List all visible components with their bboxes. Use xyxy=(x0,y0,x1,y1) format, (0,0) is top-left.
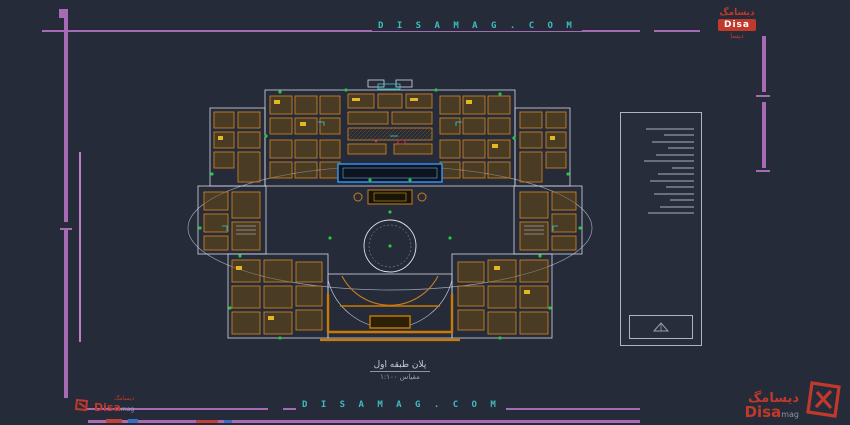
frame-left-bar-upper xyxy=(64,14,68,222)
logo-latin-chip: Disa xyxy=(718,19,756,31)
titleblock-text-line xyxy=(660,205,694,208)
floor-plan-canvas xyxy=(170,78,610,368)
plan-green-markers xyxy=(198,88,582,340)
titleblock-text-line xyxy=(646,127,694,130)
plan-entrance xyxy=(320,294,460,342)
watermark-latin-text: Disamag xyxy=(744,403,799,422)
frame-left-inner-line xyxy=(79,152,81,342)
titleblock-text-line xyxy=(664,134,694,136)
watermark-url-bottom: D I S A M A G . C O M xyxy=(296,400,506,410)
frame-top-line xyxy=(42,30,640,32)
watermark-farsi-text: دیسامگ xyxy=(747,390,799,406)
logo-farsi-text: دیسامگ xyxy=(719,8,755,18)
titleblock-text-line xyxy=(654,192,694,195)
titleblock-text-line xyxy=(666,186,694,188)
titleblock-text-area xyxy=(621,123,701,214)
plan-caption: پلان طبقه اول مقیاس ۱:۱۰۰ xyxy=(330,351,470,382)
plan-caption-scale: مقیاس ۱:۱۰۰ xyxy=(380,372,420,381)
logo-latin-suffix: mag xyxy=(120,406,135,413)
disamag-emblem-icon xyxy=(74,398,89,411)
frame-right-tick-1 xyxy=(756,95,770,97)
titleblock-text-line xyxy=(670,199,694,201)
plan-caption-title: پلان طبقه اول xyxy=(369,359,431,373)
frame-corner-mark xyxy=(59,9,68,18)
driveway-inner-arc xyxy=(341,275,439,306)
titleblock-text-line xyxy=(658,173,694,175)
frame-right-tick-2 xyxy=(756,170,770,172)
north-arrow-icon xyxy=(652,322,670,332)
plan-rooms xyxy=(203,93,577,335)
disamag-logo-top-right: دیسامگ Disa دیسا xyxy=(708,8,766,40)
plan-hall-blue xyxy=(337,163,443,183)
frame-bottom-cutoff-line xyxy=(88,420,640,423)
logo-latin-prefix: Disa xyxy=(94,401,121,414)
titleblock-text-line xyxy=(652,140,694,143)
frame-left-tick xyxy=(60,228,72,230)
frame-right-bar-upper xyxy=(762,36,766,92)
cutoff-blue-mark-1 xyxy=(128,419,138,423)
plan-central-circle xyxy=(363,219,417,273)
disamag-watermark-bottom-right: دیسامگ Disamag xyxy=(745,377,844,421)
watermark-url-top: D I S A M A G . C O M xyxy=(372,21,582,31)
titleblock-text-line xyxy=(650,179,694,182)
watermark-latin-prefix: Disa xyxy=(744,403,782,422)
plan-cyan-markers xyxy=(222,83,558,231)
plan-stairs xyxy=(236,225,544,235)
frame-left-bar-lower xyxy=(64,230,68,398)
plan-red-markers xyxy=(374,139,406,145)
titleblock-text-line xyxy=(648,212,694,214)
disamag-logo-bottom-left: دیسامگ Disamag xyxy=(74,396,134,413)
frame-right-bar-lower xyxy=(762,102,766,168)
logo-farsi-sub: دیسا xyxy=(730,32,744,40)
logo-latin-text: Disamag xyxy=(94,402,134,413)
watermark-latin-suffix: mag xyxy=(781,410,799,420)
logo-farsi-text: دیسامگ xyxy=(114,395,135,402)
plan-stage xyxy=(353,189,427,205)
titleblock-text-line xyxy=(644,160,694,162)
plan-furniture-accents xyxy=(218,98,555,320)
frame-bottom-line-left xyxy=(85,408,268,410)
titleblock-text-line xyxy=(668,147,694,149)
cutoff-blue-mark-2 xyxy=(224,420,232,423)
titleblock xyxy=(620,112,702,346)
frame-top-line-short xyxy=(654,30,700,32)
titleblock-text-line xyxy=(672,166,694,169)
floor-plan-drawing xyxy=(187,79,593,342)
titleblock-stamp-box xyxy=(629,315,693,339)
cutoff-red-mark-1 xyxy=(106,419,122,423)
titleblock-text-line xyxy=(656,153,694,156)
disamag-monogram-icon xyxy=(806,381,841,418)
cutoff-red-mark-2 xyxy=(196,420,218,423)
